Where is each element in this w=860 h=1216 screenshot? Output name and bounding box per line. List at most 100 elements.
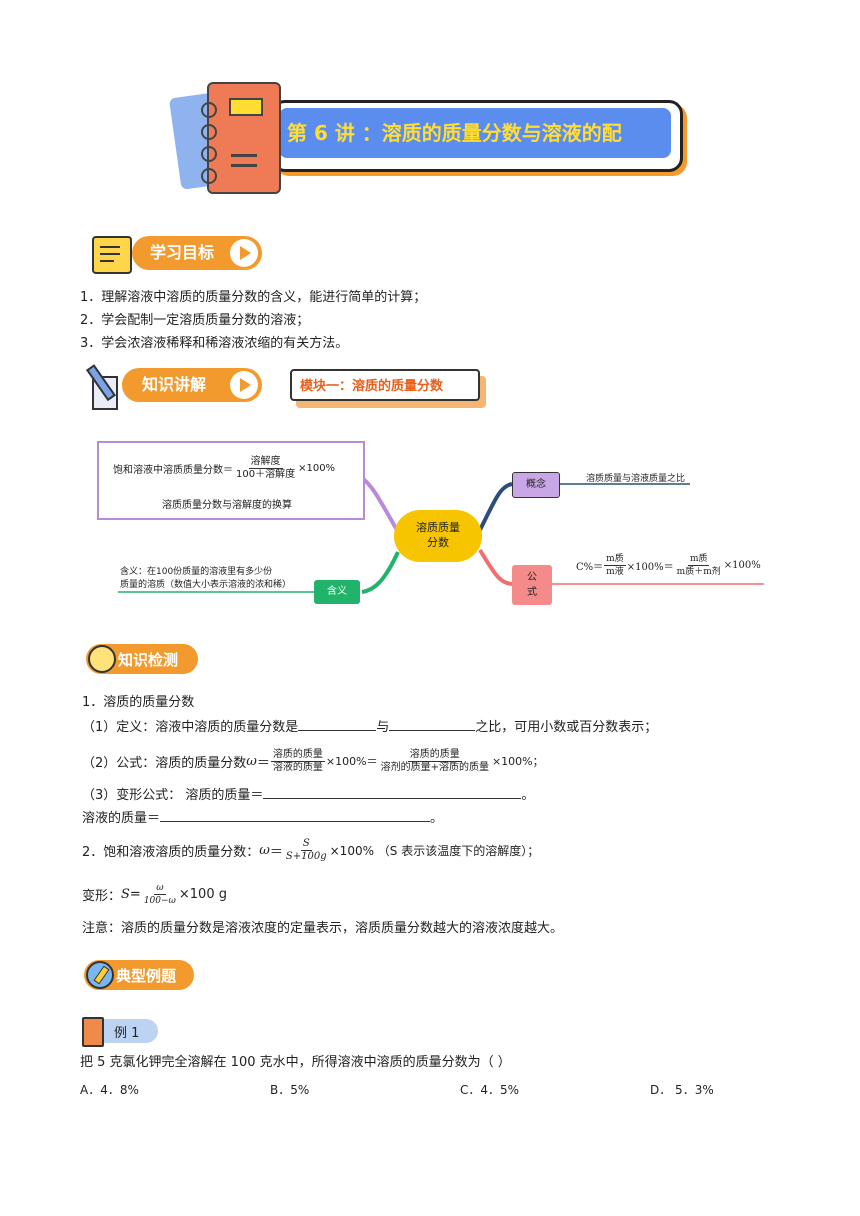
option-d[interactable]: D． 5．3% [650, 1083, 714, 1097]
formula-f1-num: m质 [604, 553, 626, 566]
fraction-num: S [300, 837, 312, 851]
deform-label: 溶液的质量＝ [82, 811, 161, 826]
option-c[interactable]: C．4．5% [460, 1083, 520, 1097]
lightbulb-icon [88, 645, 116, 673]
check-heading-1: 1．溶质的质量分数 [82, 695, 195, 710]
h2-text: 2．饱和溶液溶质的质量分数： [82, 844, 260, 860]
mindmap-meaning-node: 含义 [314, 580, 360, 604]
omega-symbol: ω [259, 842, 270, 858]
fraction-den: 溶液的质量 [272, 761, 323, 773]
definition-part: 与 [376, 720, 390, 735]
conversion-num: 溶解度 [248, 455, 283, 469]
fraction-den: S+100g [285, 850, 327, 862]
section-badge-goals: 学习目标 [132, 236, 262, 270]
examples-badge: 典型例题 [84, 960, 194, 990]
blank-line [389, 716, 476, 731]
play-icon [230, 239, 258, 267]
notebook-small-icon [82, 1017, 104, 1047]
variant-tail: ×100 g [178, 886, 227, 902]
formula-f1-den: m液 [606, 566, 624, 577]
banner-title-bg [279, 108, 671, 158]
formula-tail: ×100%； [491, 755, 544, 768]
deform-label: （3）变形公式： 溶质的质量＝ [82, 788, 264, 803]
equals: ＝ [256, 755, 270, 771]
formula-f2-num: m质 [687, 553, 710, 566]
scroll-icon [92, 236, 132, 274]
conversion-den: 100＋溶解度 [236, 468, 296, 480]
mindmap-formula-node: 公 式 [512, 565, 552, 605]
check-formula: （2）公式：溶质的质量分数 ω ＝ 溶质的质量 溶液的质量 ×100%＝ 溶质的… [82, 742, 544, 780]
conversion-fraction: 溶解度 100＋溶解度 [234, 456, 297, 481]
check-definition: （1）定义：溶液中溶质的质量分数是 与 之比，可用小数或百分数表示； [82, 716, 657, 738]
conversion-prefix: 饱和溶液中溶质质量分数＝ [113, 464, 233, 476]
formula-mid: ×100%＝ [626, 561, 674, 573]
example-tag-label: 例 1 [114, 1026, 140, 1041]
page-title: 第 6 讲 ：溶质的质量分数与溶液的配 [287, 121, 622, 145]
formula-fraction-2: m质 m质＋m剂 [675, 553, 723, 578]
check-deform-1: （3）变形公式： 溶质的质量＝ 。 [82, 784, 534, 806]
check-note: 注意：溶质的质量分数是溶液浓度的定量表示，溶质质量分数越大的溶液浓度越大。 [82, 921, 564, 936]
fraction-den: 100−ω [143, 895, 176, 906]
section-badge-explain: 知识讲解 [122, 368, 262, 402]
variant-fraction: ω 100−ω [142, 882, 178, 907]
mindmap-conversion-box [97, 441, 365, 520]
mindmap-center: 溶质质量 分数 [394, 510, 482, 562]
formula-f2-den: m质＋m剂 [676, 566, 721, 577]
s-symbol: S [121, 886, 130, 902]
goal-item: 2．学会配制一定溶质质量分数的溶液； [80, 313, 310, 328]
meaning-line: 含义：在100份质量的溶液里有多少份 [120, 567, 273, 577]
fraction-num: 溶质的质量 [270, 748, 325, 762]
conversion-formula: 饱和溶液中溶质质量分数＝ 溶解度 100＋溶解度 ×100% [113, 450, 335, 486]
section-check-label: 知识检测 [118, 651, 179, 669]
formula-fraction-1: m质 m液 [604, 553, 626, 578]
tools-icon [84, 364, 118, 410]
blank-line [298, 716, 377, 731]
equals: = [129, 886, 141, 902]
fraction-num: ω [154, 882, 166, 895]
check-variant: 变形： S = ω 100−ω ×100 g [82, 878, 227, 910]
fraction-num: 溶质的质量 [407, 748, 462, 762]
goal-item: 1．理解溶液中溶质的质量分数的含义，能进行简单的计算； [80, 290, 427, 305]
check-heading-2: 2．饱和溶液溶质的质量分数： ω ＝ S S+100g ×100% （S 表示该… [82, 833, 539, 867]
period: 。 [430, 811, 444, 826]
formula-text: （2）公式：溶质的质量分数 [82, 755, 247, 771]
meaning-line: 质量的溶质（数值大小表示溶液的浓和稀） [120, 580, 292, 590]
header-banner: 第 6 讲 ：溶质的质量分数与溶液的配 [168, 82, 687, 194]
h2-tail: ×100% （S 表示该温度下的溶解度）； [329, 843, 540, 858]
formula-lhs: C%＝ [576, 561, 604, 573]
module-title: 模块一：溶质的质量分数 [300, 379, 444, 394]
goal-item: 3．学会浓溶液稀释和稀溶液浓缩的有关方法。 [80, 336, 349, 351]
center-line: 分数 [427, 536, 449, 549]
equals: ＝ [269, 844, 283, 860]
concept-label: 概念 [526, 479, 546, 490]
notebook-icon [201, 82, 281, 194]
formula-label: 式 [527, 587, 537, 598]
center-line: 溶质质量 [416, 521, 460, 534]
definition-part: 之比，可用小数或百分数表示； [475, 720, 658, 735]
option-a[interactable]: A．4．8% [80, 1083, 139, 1097]
blank-line [263, 784, 522, 799]
formula-fraction-1: 溶质的质量 溶液的质量 [270, 748, 325, 774]
formula-suffix: ×100% [723, 559, 761, 571]
formula-mid: ×100%＝ [325, 755, 378, 768]
meaning-label: 含义 [327, 586, 347, 597]
definition-part: （1）定义：溶液中溶质的质量分数是 [82, 720, 299, 735]
conversion-suffix: ×100% [298, 462, 336, 474]
fraction-den: 溶剂的质量+溶质的质量 [380, 761, 489, 773]
conversion-caption: 溶质质量分数与溶解度的换算 [162, 500, 292, 511]
mindmap-concept-node: 概念 [512, 472, 560, 498]
saturation-fraction: S S+100g [284, 838, 329, 863]
example-question: 把 5 克氯化钾完全溶解在 100 克水中，所得溶液中溶质的质量分数为（ ） [80, 1055, 511, 1070]
section-examples-label: 典型例题 [116, 967, 177, 985]
mindmap-formula: C%＝ m质 m液 ×100%＝ m质 m质＋m剂 ×100% [576, 548, 761, 582]
blank-line [160, 807, 431, 822]
formula-fraction-2: 溶质的质量 溶剂的质量+溶质的质量 [379, 749, 491, 774]
option-b[interactable]: B．5% [270, 1083, 310, 1097]
omega-symbol: ω [246, 753, 257, 769]
formula-label: 公 [527, 572, 537, 583]
play-icon [230, 371, 258, 399]
period: 。 [521, 788, 535, 803]
example-tag: 例 1 [82, 1017, 158, 1047]
concept-text: 溶质质量与溶液质量之比 [586, 474, 686, 484]
